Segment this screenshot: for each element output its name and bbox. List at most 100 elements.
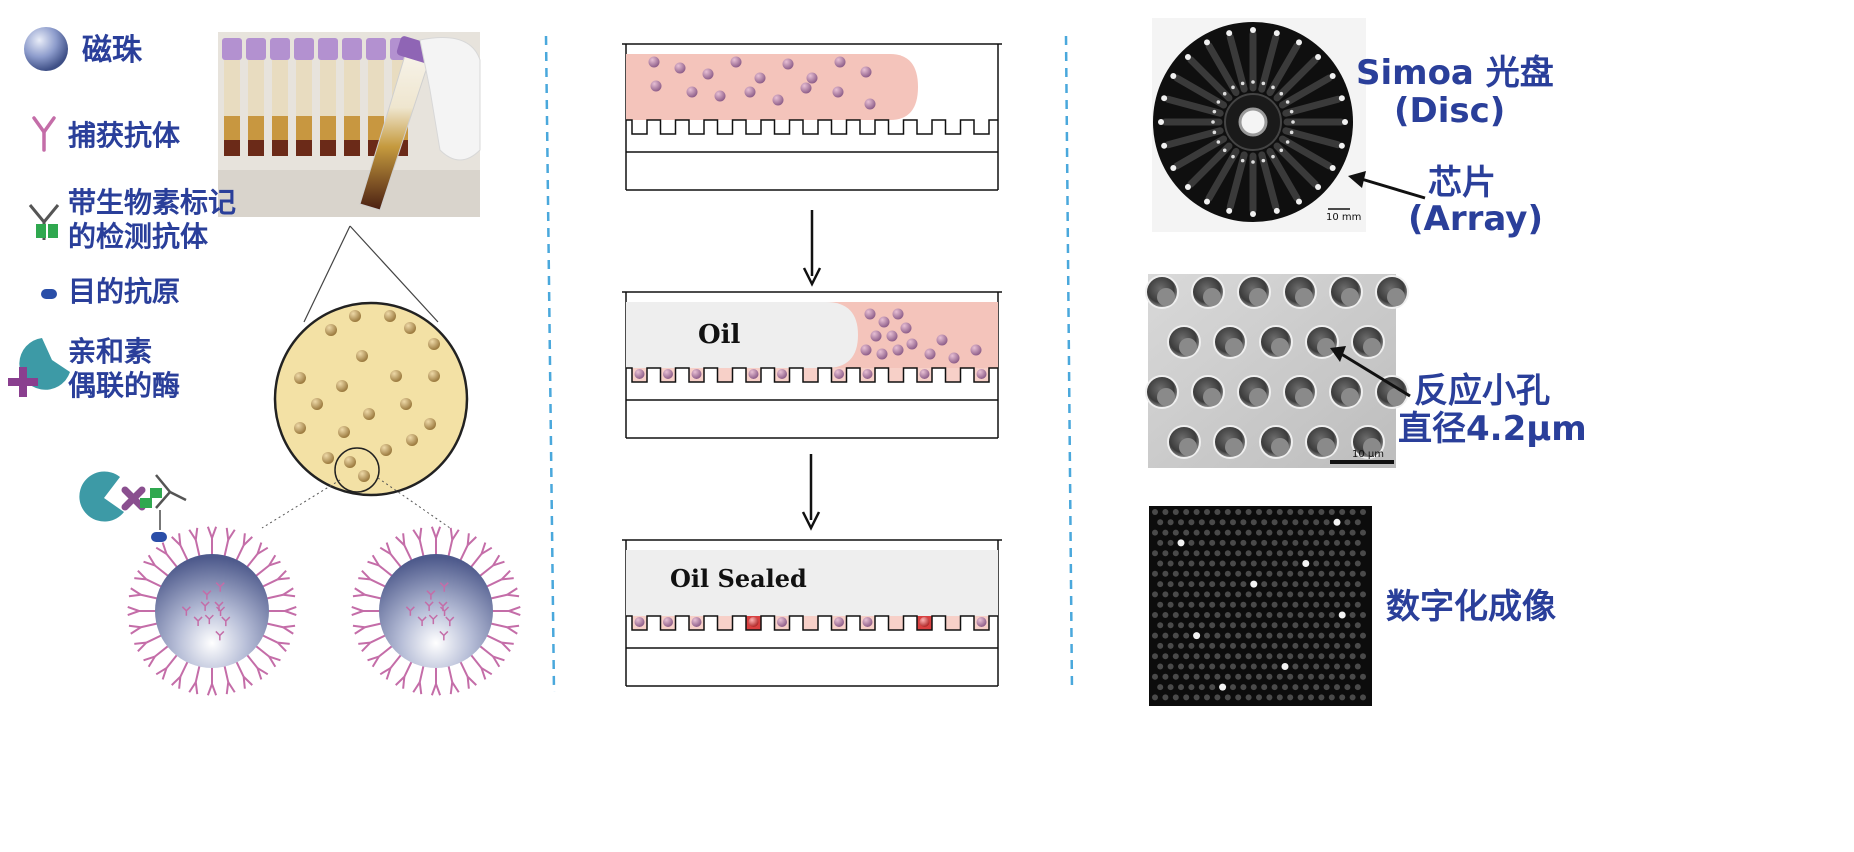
tube-cap bbox=[318, 38, 338, 60]
dark-well bbox=[1167, 622, 1174, 629]
dark-well bbox=[1172, 529, 1179, 536]
dark-well bbox=[1334, 663, 1340, 670]
antibody-arm bbox=[161, 667, 168, 680]
surface-antibody bbox=[215, 630, 225, 641]
antibody-arm bbox=[283, 593, 296, 598]
dark-well bbox=[1209, 642, 1216, 649]
antibody-arm bbox=[161, 542, 168, 555]
sample-bead bbox=[744, 86, 756, 98]
disc-port bbox=[1204, 198, 1210, 205]
antibody-stem bbox=[458, 660, 469, 678]
dark-well bbox=[1219, 663, 1226, 670]
dark-well bbox=[1308, 570, 1314, 577]
well-bead bbox=[976, 369, 987, 379]
dark-well bbox=[1162, 612, 1169, 618]
dark-well bbox=[1209, 519, 1216, 526]
dark-well bbox=[1287, 694, 1294, 701]
sem-scale-label: 10 μm bbox=[1352, 449, 1385, 460]
dark-well bbox=[1334, 601, 1340, 608]
well-bead bbox=[634, 617, 645, 627]
antibody-arm bbox=[147, 655, 156, 668]
sem-well-floor bbox=[1157, 388, 1175, 406]
antibody-arm bbox=[277, 641, 287, 652]
dark-well bbox=[1245, 673, 1252, 680]
sample-bead bbox=[702, 68, 714, 80]
antibody-arm bbox=[282, 587, 294, 596]
channel-oil-sealed bbox=[622, 539, 1002, 687]
dark-well bbox=[1302, 539, 1309, 546]
antibody-arm bbox=[430, 526, 437, 539]
dark-well bbox=[1360, 591, 1366, 598]
well-bead bbox=[634, 369, 645, 379]
dark-well bbox=[1152, 612, 1158, 618]
dark-well bbox=[1193, 529, 1200, 536]
sem-well-floor bbox=[1203, 388, 1221, 406]
sample-bead bbox=[686, 86, 698, 98]
antibody-arm bbox=[242, 676, 253, 686]
disc-spoke bbox=[1205, 147, 1240, 202]
channel-sample-loading bbox=[622, 43, 1002, 191]
antibody-arm bbox=[147, 554, 156, 567]
sem-well-floor bbox=[1179, 338, 1197, 356]
disc-inlet bbox=[1231, 85, 1235, 90]
dark-well bbox=[1297, 673, 1304, 680]
dark-well bbox=[1235, 509, 1242, 515]
antibody-arm bbox=[506, 587, 518, 596]
disc-inlet bbox=[1222, 91, 1227, 96]
dark-well bbox=[1266, 694, 1273, 701]
dark-well bbox=[1282, 560, 1288, 567]
dark-well bbox=[1219, 581, 1226, 588]
dark-well bbox=[1256, 653, 1262, 660]
dark-well bbox=[1235, 612, 1242, 618]
dark-well bbox=[1313, 581, 1320, 588]
dark-well bbox=[1204, 570, 1210, 577]
dark-well bbox=[1354, 684, 1361, 691]
enzyme-icon bbox=[8, 338, 70, 397]
disc-inlet bbox=[1212, 130, 1217, 135]
plasma-bead bbox=[336, 380, 348, 392]
dark-well bbox=[1339, 653, 1346, 660]
dark-well bbox=[1261, 519, 1268, 526]
dark-well bbox=[1328, 591, 1335, 598]
dark-well bbox=[1157, 581, 1164, 588]
well-bead bbox=[919, 617, 930, 627]
antibody-arm bbox=[480, 667, 493, 676]
dark-well bbox=[1297, 612, 1304, 618]
signal-well bbox=[1177, 539, 1185, 547]
antibody-arm bbox=[277, 577, 290, 581]
dark-well bbox=[1318, 591, 1325, 598]
dark-well bbox=[1224, 591, 1231, 598]
antibody-arm bbox=[268, 560, 281, 567]
sem-well-floor bbox=[1295, 388, 1313, 406]
dark-well bbox=[1256, 694, 1262, 701]
disc-port bbox=[1329, 165, 1336, 171]
disc-spoke bbox=[1187, 142, 1233, 188]
disc-inlet bbox=[1261, 158, 1266, 163]
antibody-arm bbox=[412, 529, 421, 541]
antibody-stem bbox=[364, 622, 383, 629]
antibody-arm bbox=[480, 667, 487, 680]
dark-well bbox=[1204, 612, 1210, 618]
dark-well bbox=[1276, 612, 1283, 618]
antibody-stem bbox=[223, 664, 230, 683]
dark-well bbox=[1193, 653, 1200, 660]
dark-well bbox=[1172, 632, 1179, 639]
surface-antibody bbox=[204, 614, 214, 625]
sem-well-floor bbox=[1225, 338, 1243, 356]
antibody-arm bbox=[451, 529, 460, 541]
disc-port bbox=[1161, 142, 1168, 149]
dark-well bbox=[1214, 570, 1221, 577]
tube-blood bbox=[248, 140, 264, 156]
dark-well bbox=[1302, 601, 1309, 608]
disc-spoke bbox=[1226, 151, 1248, 211]
sem-well-floor bbox=[1271, 438, 1289, 456]
dark-well bbox=[1250, 539, 1257, 546]
sample-bead bbox=[754, 72, 766, 84]
sem-well-floor bbox=[1249, 288, 1267, 306]
sem-well-floor bbox=[1341, 388, 1359, 406]
sem-well-floor bbox=[1225, 438, 1243, 456]
antibody-arm bbox=[268, 655, 277, 668]
antibody-arm bbox=[227, 681, 236, 693]
antibody-arm bbox=[412, 681, 421, 693]
dark-well bbox=[1349, 529, 1356, 536]
